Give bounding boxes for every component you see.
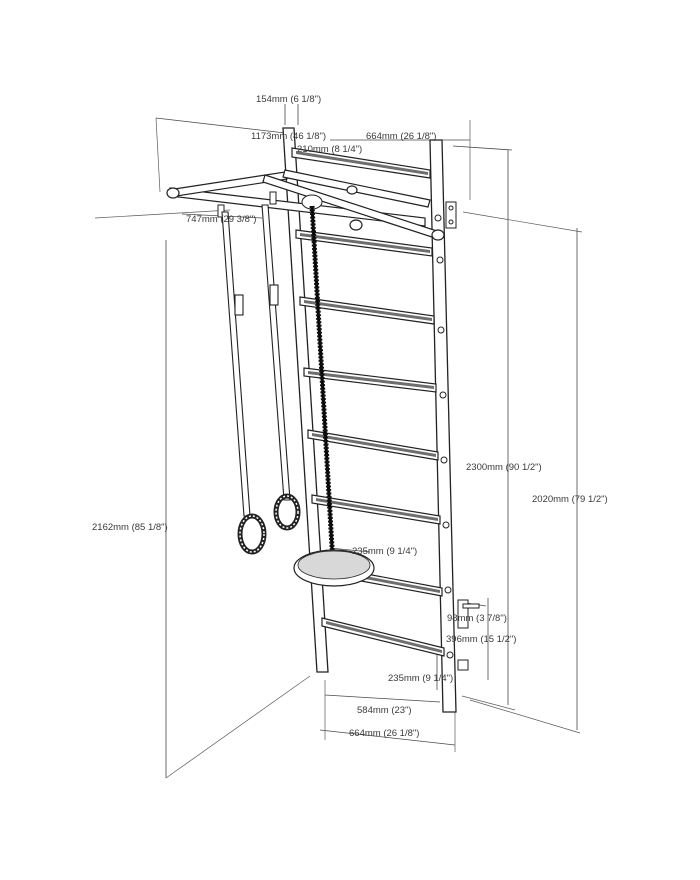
rail-bolts <box>434 214 454 659</box>
rung <box>303 367 437 393</box>
rung <box>321 617 445 657</box>
dim-ring-height: 2162mm (85 1/8") <box>92 522 168 533</box>
climbing-rope <box>293 194 375 587</box>
wall-bracket-bottom <box>457 599 480 671</box>
rung <box>307 429 439 461</box>
left-rail <box>282 127 329 673</box>
rung <box>295 229 433 257</box>
pull-up-bar <box>166 169 445 241</box>
dim-bar-width: 1173mm (46 1/8") <box>251 131 326 142</box>
rung <box>291 147 431 179</box>
wall-bracket-top <box>445 201 457 229</box>
ladder <box>282 127 480 713</box>
dim-bar-offset: 210mm (8 1/4") <box>297 144 362 155</box>
dim-bracket-height: 396mm (15 1/2") <box>446 634 516 645</box>
dim-bar-depth: 154mm (6 1/8") <box>256 94 321 105</box>
dim-total-height: 2300mm (90 1/2") <box>466 462 542 473</box>
gymnastic-rings <box>221 204 301 555</box>
dim-mount-height: 2020mm (79 1/2") <box>532 494 608 505</box>
dim-rung-gap: 235mm (9 1/4") <box>388 673 453 684</box>
dim-seat-dia: 235mm (9 1/4") <box>352 546 417 557</box>
dimension-lines <box>94 104 583 779</box>
dim-inner-width: 584mm (23") <box>357 705 412 716</box>
handle-grip <box>431 229 445 241</box>
handle-grip <box>166 187 180 199</box>
handle-grip <box>349 219 363 231</box>
dim-top-width: 664mm (26 1/8") <box>366 131 436 142</box>
rung <box>299 296 435 325</box>
dim-outer-width: 664mm (26 1/8") <box>349 728 419 739</box>
rung <box>311 494 441 525</box>
dimension-labels: 154mm (6 1/8") 1173mm (46 1/8") 664mm (2… <box>92 94 608 739</box>
dim-bar-reach: 747mm (29 3/8") <box>186 214 256 225</box>
dim-bracket-depth: 98mm (3 7/8") <box>447 613 507 624</box>
